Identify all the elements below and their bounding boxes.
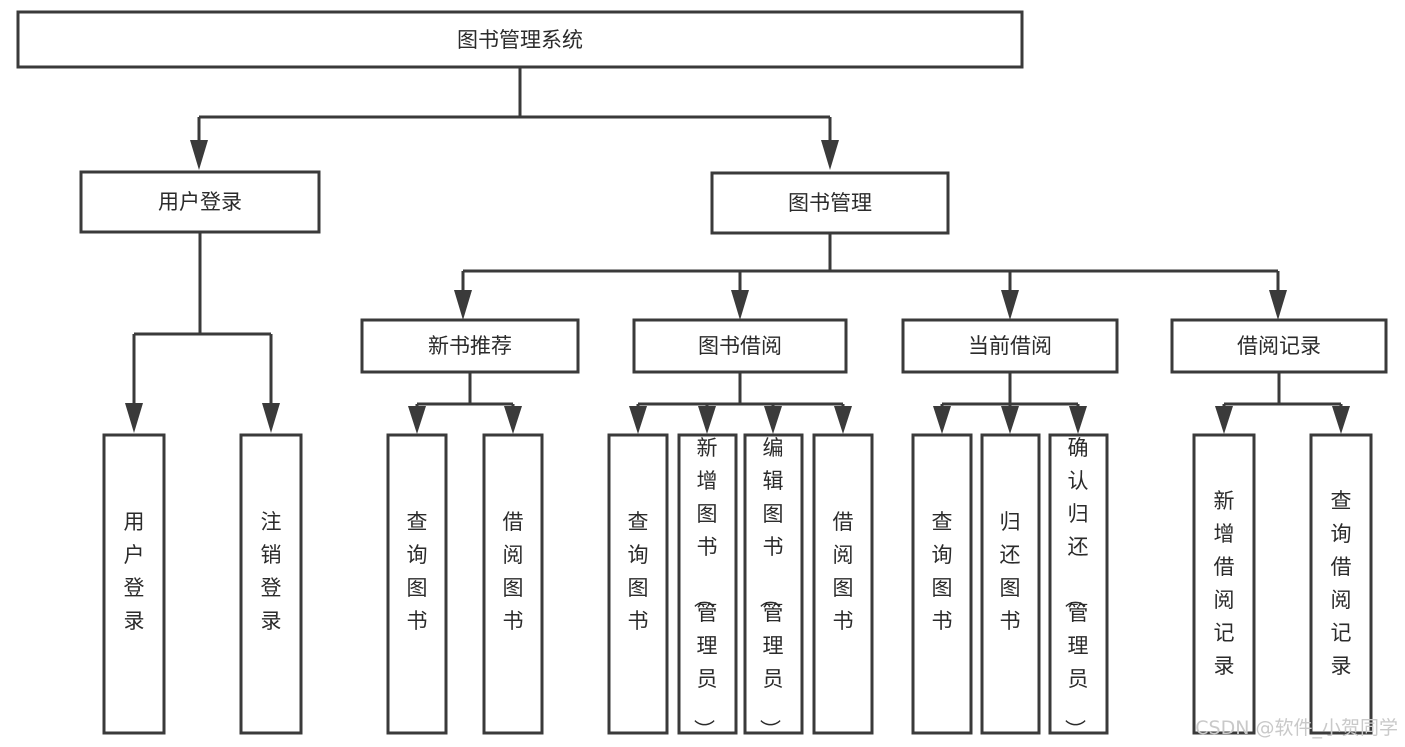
node-current-borrow[interactable]: 当前借阅 (901, 318, 1119, 374)
node-current-borrow-box[interactable] (901, 318, 1119, 374)
leaf-bb-query-book-box[interactable] (607, 433, 669, 735)
arrow-head-bb-add-book (698, 406, 716, 434)
arrow-head-br-query-record (1332, 406, 1350, 434)
leaf-bb-query-book-label: 查询图书 (628, 510, 649, 633)
leaf-bb-borrow-book[interactable]: 借阅图书 (812, 433, 874, 735)
csdn-watermark: CSDN @软件_小贺同学 (1195, 717, 1398, 739)
leaf-br-query-record-box[interactable] (1309, 433, 1373, 735)
arrow-head-book-manage (821, 140, 839, 170)
arrow-head-leaf-logout (262, 403, 280, 433)
arrow-head-nbr-query-book (408, 406, 426, 434)
arrow-head-book-borrow (731, 290, 749, 320)
leaf-user-login-box[interactable] (102, 433, 166, 735)
leaf-cb-query-book[interactable]: 查询图书 (911, 433, 973, 735)
leaf-cb-query-book-box[interactable] (911, 433, 973, 735)
node-user-login-label: 用户登录 (158, 190, 242, 214)
node-book-borrow[interactable]: 图书借阅 (632, 318, 848, 374)
node-root-box[interactable] (16, 10, 1024, 69)
connector-group-user-login (125, 232, 280, 433)
leaf-logout-label: 注销登录 (261, 510, 282, 633)
node-book-manage-label: 图书管理 (788, 191, 872, 215)
leaf-logout-box[interactable] (239, 433, 303, 735)
connector-group-new-book-recommend (408, 372, 522, 434)
leaf-bb-add-book-label: 新增图书（管理员） (692, 436, 718, 740)
connector-group-book-manage (454, 233, 1287, 320)
leaf-cb-confirm-return[interactable]: 确认归还（管理员） (1048, 433, 1109, 740)
arrow-head-cb-query-book (933, 406, 951, 434)
leaf-cb-return-book-box[interactable] (980, 433, 1041, 735)
node-borrow-record-box[interactable] (1170, 318, 1388, 374)
arrow-head-br-add-record (1215, 406, 1233, 434)
leaf-bb-edit-book-label: 编辑图书（管理员） (758, 436, 784, 740)
node-book-borrow-box[interactable] (632, 318, 848, 374)
leaf-bb-add-book-box[interactable] (677, 433, 738, 735)
node-borrow-record[interactable]: 借阅记录 (1170, 318, 1388, 374)
connector-group-borrow-record (1215, 372, 1350, 434)
leaf-br-query-record[interactable]: 查询借阅记录 (1309, 433, 1373, 735)
leaf-bb-edit-book-box[interactable] (743, 433, 804, 735)
leaf-br-add-record[interactable]: 新增借阅记录 (1192, 433, 1256, 735)
node-book-borrow-label: 图书借阅 (698, 334, 782, 358)
leaf-user-login-label: 用户登录 (124, 510, 145, 633)
arrow-head-bb-edit-book (764, 406, 782, 434)
leaf-bb-query-book[interactable]: 查询图书 (607, 433, 669, 735)
leaf-nbr-query-book-label: 查询图书 (407, 510, 428, 633)
leaf-nbr-query-book-box[interactable] (386, 433, 448, 735)
node-borrow-record-label: 借阅记录 (1237, 334, 1321, 358)
connector-group-book-borrow (629, 372, 852, 434)
arrow-head-leaf-user-login (125, 403, 143, 433)
connector-group-current-borrow (933, 372, 1087, 434)
leaf-logout[interactable]: 注销登录 (239, 433, 303, 735)
leaf-nbr-borrow-book[interactable]: 借阅图书 (482, 433, 544, 735)
node-root[interactable]: 图书管理系统 (16, 10, 1024, 69)
arrow-head-user-login (190, 140, 208, 170)
arrow-head-bb-borrow-book (834, 406, 852, 434)
arrow-head-cb-return-book (1001, 406, 1019, 434)
leaf-br-add-record-box[interactable] (1192, 433, 1256, 735)
leaf-cb-return-book-label: 归还图书 (1000, 510, 1021, 633)
node-new-book-recommend[interactable]: 新书推荐 (360, 318, 580, 374)
arrow-head-cb-confirm-return (1069, 406, 1087, 434)
arrow-head-current-borrow (1001, 290, 1019, 320)
node-new-book-recommend-box[interactable] (360, 318, 580, 374)
leaf-nbr-query-book[interactable]: 查询图书 (386, 433, 448, 735)
leaf-cb-confirm-return-box[interactable] (1048, 433, 1109, 735)
node-current-borrow-label: 当前借阅 (968, 334, 1052, 358)
node-root-label: 图书管理系统 (457, 28, 583, 52)
connector-group-root (190, 66, 839, 170)
arrow-head-borrow-record (1269, 290, 1287, 320)
leaf-nbr-borrow-book-box[interactable] (482, 433, 544, 735)
arrow-head-new-book-rec (454, 290, 472, 320)
node-new-book-recommend-label: 新书推荐 (428, 334, 512, 358)
leaf-cb-query-book-label: 查询图书 (932, 510, 953, 633)
leaf-cb-return-book[interactable]: 归还图书 (980, 433, 1041, 735)
leaf-cb-confirm-return-label: 确认归还（管理员） (1063, 436, 1089, 740)
leaf-br-add-record-label: 新增借阅记录 (1214, 489, 1235, 678)
leaf-bb-edit-book[interactable]: 编辑图书（管理员） (743, 433, 804, 740)
arrow-head-nbr-borrow-book (504, 406, 522, 434)
node-user-login[interactable]: 用户登录 (79, 170, 321, 234)
leaf-br-query-record-label: 查询借阅记录 (1331, 489, 1352, 678)
node-book-manage[interactable]: 图书管理 (710, 171, 950, 235)
leaf-nbr-borrow-book-label: 借阅图书 (503, 510, 524, 633)
arrow-head-bb-query-book (629, 406, 647, 434)
leaf-bb-borrow-book-label: 借阅图书 (833, 510, 854, 633)
node-book-manage-box[interactable] (710, 171, 950, 235)
leaf-bb-borrow-book-box[interactable] (812, 433, 874, 735)
leaf-bb-add-book[interactable]: 新增图书（管理员） (677, 433, 738, 740)
leaf-user-login[interactable]: 用户登录 (102, 433, 166, 735)
